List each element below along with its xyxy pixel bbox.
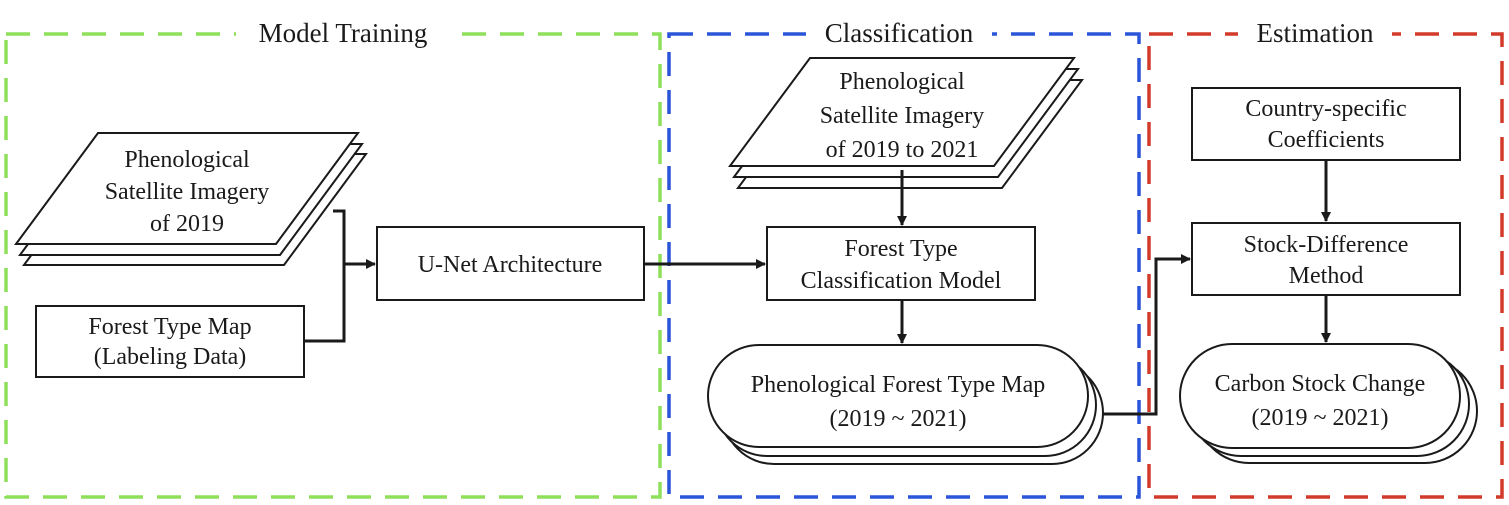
classification-model-line-2: Classification Model: [801, 268, 1002, 294]
classification-model-node: Forest Type Classification Model: [766, 226, 1036, 301]
stock-difference-line-1: Stock-Difference: [1244, 232, 1409, 258]
forest-type-map-line-2: (Labeling Data): [94, 344, 247, 370]
coefficients-node: Country-specific Coefficients: [1191, 87, 1461, 161]
imagery-2019-2021-line-2: Satellite Imagery: [820, 103, 985, 129]
forest-type-map-line-1: Forest Type Map: [88, 314, 251, 340]
imagery-2019-2021-line-3: of 2019 to 2021: [826, 137, 979, 163]
carbon-stock-change-node: Carbon Stock Change (2019 ~ 2021): [1179, 343, 1478, 464]
classification-model-line-1: Forest Type: [844, 236, 957, 262]
phenological-forest-map-line-2: (2019 ~ 2021): [830, 406, 967, 432]
imagery-2019-line-1: Phenological: [124, 147, 250, 173]
section-title-classification: Classification: [825, 18, 974, 48]
section-title-model-training: Model Training: [259, 18, 428, 48]
phenological-forest-map-line-1: Phenological Forest Type Map: [751, 372, 1046, 398]
carbon-stock-change-line-2: (2019 ~ 2021): [1252, 405, 1389, 431]
coefficients-line-1: Country-specific: [1245, 96, 1406, 122]
imagery-2019-line-2: Satellite Imagery: [105, 179, 270, 205]
unet-architecture-node: U-Net Architecture: [376, 226, 645, 301]
section-title-estimation: Estimation: [1257, 18, 1374, 48]
carbon-stock-change-line-1: Carbon Stock Change: [1215, 371, 1426, 397]
forest-type-map-node: Forest Type Map (Labeling Data): [35, 305, 305, 378]
estimation-frame: [1147, 32, 1504, 499]
unet-architecture-label: U-Net Architecture: [418, 252, 603, 278]
phenological-forest-map-node: Phenological Forest Type Map (2019 ~ 202…: [707, 344, 1104, 465]
stock-difference-node: Stock-Difference Method: [1191, 222, 1461, 296]
imagery-2019-node: Phenological Satellite Imagery of 2019: [14, 132, 368, 266]
connector-imagery-to-unet: [333, 209, 376, 269]
imagery-2019-2021-node: Phenological Satellite Imagery of 2019 t…: [728, 57, 1084, 189]
coefficients-line-2: Coefficients: [1268, 127, 1385, 153]
connector-map-to-stockdiff: [1103, 254, 1191, 416]
imagery-2019-2021-line-1: Phenological: [839, 69, 965, 95]
connector-labelmap-to-unet: [304, 264, 346, 343]
stock-difference-line-2: Method: [1289, 263, 1364, 289]
imagery-2019-line-3: of 2019: [150, 211, 224, 237]
